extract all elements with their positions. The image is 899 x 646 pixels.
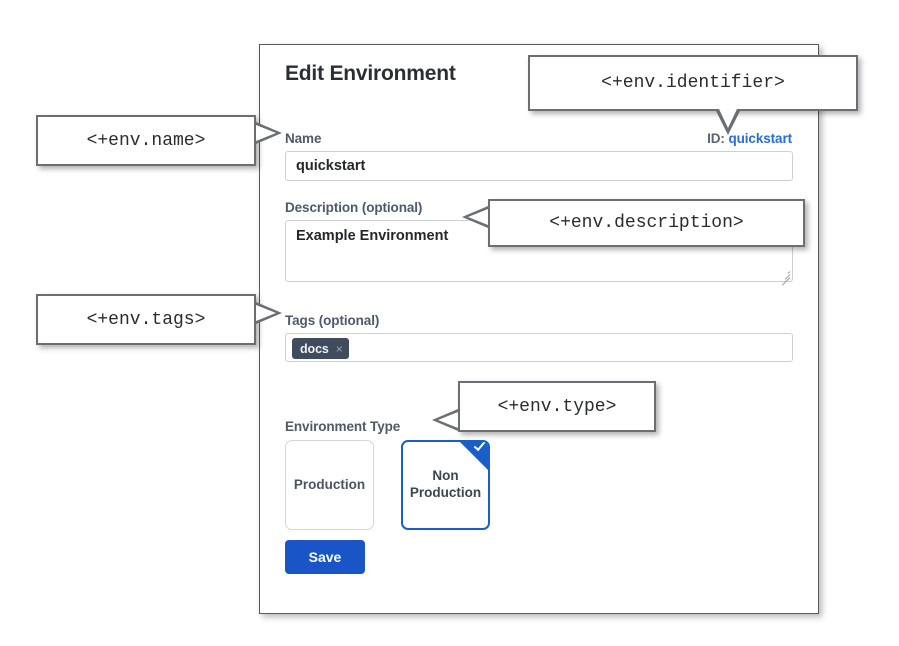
callout-env-type-pointer	[432, 409, 458, 431]
selected-corner-ribbon	[459, 442, 488, 471]
callout-env-identifier: <+env.identifier>	[528, 55, 858, 111]
name-input[interactable]	[285, 151, 793, 181]
environment-type-label: Environment Type	[285, 419, 401, 434]
callout-env-name: <+env.name>	[36, 115, 256, 166]
save-button[interactable]: Save	[285, 540, 365, 574]
tags-label: Tags (optional)	[285, 313, 380, 328]
page-title: Edit Environment	[285, 62, 456, 85]
callout-env-type: <+env.type>	[458, 381, 656, 432]
callout-env-tags-text: <+env.tags>	[86, 309, 206, 330]
close-icon[interactable]: ×	[335, 341, 343, 356]
description-value: Example Environment	[296, 228, 449, 244]
resize-grip-icon[interactable]	[779, 268, 791, 286]
callout-env-tags: <+env.tags>	[36, 294, 256, 345]
name-label: Name	[285, 131, 322, 146]
callout-env-description-pointer	[462, 206, 488, 228]
callout-env-description: <+env.description>	[488, 199, 805, 247]
type-card-production-label: Production	[293, 476, 366, 492]
callout-env-name-text: <+env.name>	[86, 130, 206, 151]
tag-chip-label: docs	[300, 341, 329, 356]
tag-chip-docs[interactable]: docs ×	[292, 338, 349, 359]
tags-input[interactable]: docs ×	[285, 333, 793, 362]
callout-env-identifier-pointer	[715, 109, 741, 135]
callout-env-description-text: <+env.description>	[549, 213, 744, 233]
type-card-non-production[interactable]: Non Production	[401, 440, 490, 530]
callout-env-type-text: <+env.type>	[497, 396, 617, 417]
description-label: Description (optional)	[285, 200, 423, 215]
type-card-non-production-label: Non Production	[409, 468, 482, 500]
edit-environment-panel: Edit Environment Name ID: quickstart Des…	[259, 44, 819, 614]
callout-env-tags-pointer	[256, 302, 282, 324]
type-card-production[interactable]: Production	[285, 440, 374, 530]
callout-env-identifier-text: <+env.identifier>	[601, 73, 785, 93]
callout-env-name-pointer	[256, 122, 282, 144]
id-value-link[interactable]: quickstart	[728, 131, 792, 146]
